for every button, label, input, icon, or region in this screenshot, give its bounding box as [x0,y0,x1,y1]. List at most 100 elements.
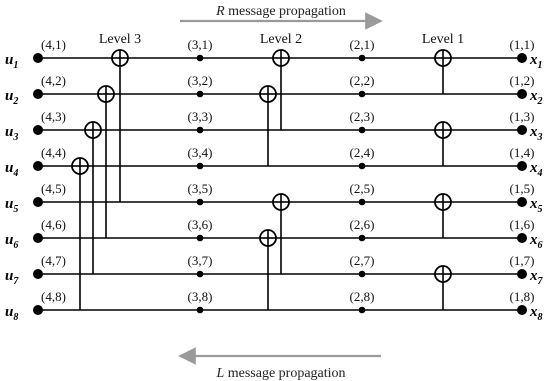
node [517,233,527,243]
node-label: (2,1) [350,37,375,52]
output-variable: x3 [529,124,543,143]
node [196,198,204,206]
node [33,305,43,315]
input-variable-subscript: 3 [12,132,18,143]
output-variable: x2 [529,88,543,107]
xor-gate [434,265,452,283]
node [196,54,204,62]
xor-gate [434,193,452,211]
node-label: (2,2) [350,73,375,88]
input-variable-subscript: 8 [13,312,18,323]
node-label: (3,4) [188,145,213,160]
r-propagation-label: R message propagation [215,4,346,19]
output-variable-subscript: 6 [538,240,543,251]
output-variable-subscript: 3 [537,132,543,143]
node-label: (1,7) [510,253,535,268]
node [358,54,366,62]
output-variable-subscript: 2 [537,96,543,107]
node [358,198,366,206]
nodes [33,53,527,315]
node-label: (3,1) [188,37,213,52]
output-variable: x6 [529,232,543,251]
node [358,162,366,170]
l-propagation-label: L message propagation [215,366,345,381]
input-variable-subscript: 5 [13,204,18,215]
input-variable-subscript: 6 [13,240,18,251]
input-variable: u1 [5,52,18,71]
node [358,126,366,134]
node-label: (4,5) [41,181,66,196]
node-label: (1,6) [510,217,535,232]
xor-gate [272,49,290,67]
node-label: (4,3) [41,109,66,124]
input-variable: u7 [5,268,19,287]
input-variable-subscript: 1 [13,60,18,71]
node-label: (1,5) [510,181,535,196]
xor-gate [259,85,277,103]
node-label: (2,5) [350,181,375,196]
input-variable: u4 [5,160,18,179]
node-label: (2,7) [350,253,375,268]
output-variable-name: x [529,124,538,140]
output-variable-name: x [529,88,538,104]
input-variable-subscript: 4 [12,168,18,179]
node [33,53,43,63]
node-label: (1,4) [510,145,535,160]
node [517,125,527,135]
output-variable-name: x [529,52,538,68]
node-label: (2,4) [350,145,375,160]
node [517,53,527,63]
output-variable-subscript: 8 [538,312,543,323]
l-propagation-text: message propagation [224,366,345,381]
output-variable-subscript: 4 [537,168,543,179]
node [196,90,204,98]
node [33,89,43,99]
input-variable-name: u [5,196,13,212]
node [196,306,204,314]
node [196,126,204,134]
node [196,270,204,278]
node [33,269,43,279]
input-variable-subscript: 2 [12,96,18,107]
node [196,162,204,170]
level-2-label: Level 2 [260,32,302,47]
output-variable-subscript: 7 [538,276,544,287]
output-variable-subscript: 1 [538,60,543,71]
node-label: (4,2) [41,73,66,88]
r-message-propagation: R message propagation [180,4,383,30]
node-label: (4,1) [41,37,66,52]
input-variable-name: u [5,268,13,284]
input-variable-name: u [5,232,13,248]
input-variable: u2 [5,88,18,107]
input-variable-name: u [5,124,13,140]
xor-gate [71,157,89,175]
input-variable-name: u [5,304,13,320]
xor-gates [71,49,452,283]
node [196,234,204,242]
node [33,125,43,135]
node-label: (1,3) [510,109,535,124]
input-variable-name: u [5,160,13,176]
output-variable: x8 [529,304,543,323]
r-propagation-var: R [215,4,225,19]
input-variable: u8 [5,304,18,323]
node-label: (4,7) [41,253,66,268]
level-1-label: Level 1 [422,32,464,47]
node [517,197,527,207]
output-variable-name: x [529,196,538,212]
node [33,197,43,207]
node [517,269,527,279]
node [33,233,43,243]
node-label: (4,8) [41,289,66,304]
xor-gate [434,121,452,139]
node-label: (1,8) [510,289,535,304]
input-variable: u6 [5,232,18,251]
input-variable: u3 [5,124,18,143]
node-label: (4,4) [41,145,66,160]
node [517,161,527,171]
output-variable-subscript: 5 [538,204,543,215]
level-3-label: Level 3 [99,32,141,47]
output-variable: x4 [529,160,543,179]
